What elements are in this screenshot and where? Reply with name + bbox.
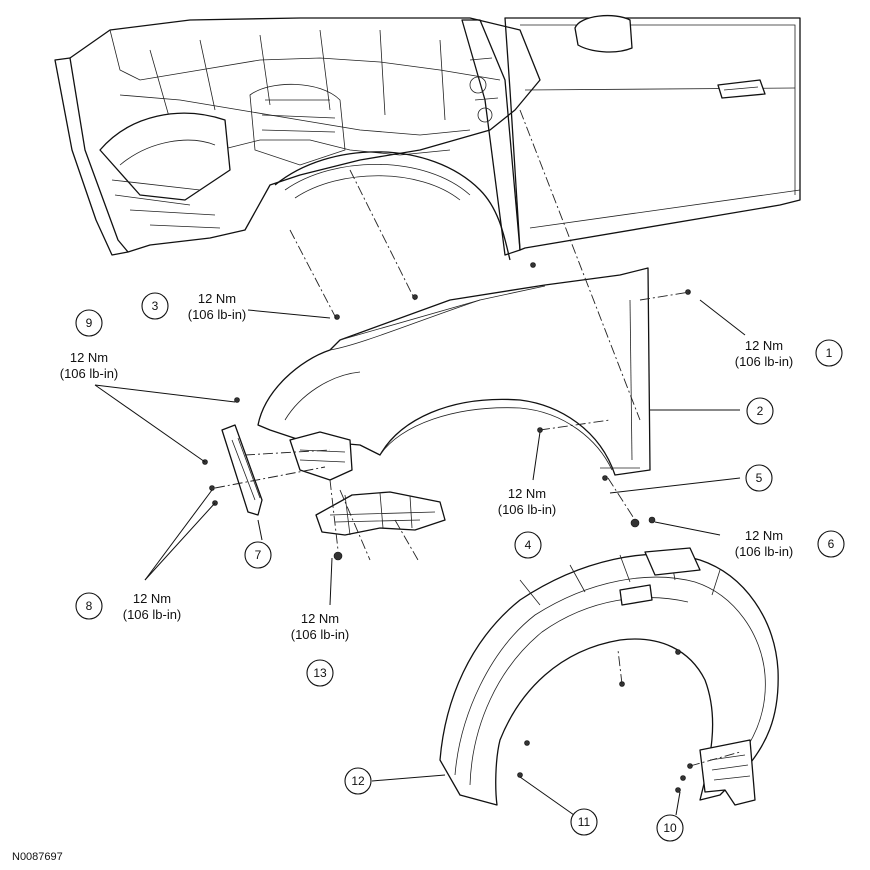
- torque-spec-3: 12 Nm (106 lb-in): [188, 291, 247, 322]
- bracket-7: [221, 424, 263, 516]
- callout-2: 2: [746, 397, 774, 425]
- torque-lbin: (106 lb-in): [291, 627, 350, 642]
- torque-spec-1: 12 Nm (106 lb-in): [735, 338, 794, 369]
- torque-lbin: (106 lb-in): [735, 544, 794, 559]
- bolt-8a: [209, 485, 215, 491]
- callout-number: 7: [255, 548, 262, 562]
- torque-nm: 12 Nm: [508, 486, 546, 501]
- fender-splash-shield: [439, 547, 779, 806]
- bolt-9a: [234, 397, 240, 403]
- torque-lbin: (106 lb-in): [735, 354, 794, 369]
- bolt-1: [685, 289, 691, 295]
- fender: [257, 267, 651, 481]
- callout-8: 8: [75, 592, 103, 620]
- callout-12: 12: [344, 767, 372, 795]
- alignment-lines: [214, 109, 741, 767]
- callout-1: 1: [815, 339, 843, 367]
- callout-number: 12: [351, 774, 365, 788]
- callout-number: 6: [828, 537, 835, 551]
- bolt-11: [517, 772, 523, 778]
- torque-nm: 12 Nm: [133, 591, 171, 606]
- callout-7: 7: [244, 541, 272, 569]
- callout-number: 13: [313, 666, 327, 680]
- callout-number: 9: [86, 316, 93, 330]
- figure-id: N0087697: [12, 851, 63, 863]
- callout-number: 4: [525, 538, 532, 552]
- bolt-10: [675, 787, 681, 793]
- callout-number: 1: [826, 346, 833, 360]
- callout-number: 5: [756, 471, 763, 485]
- callout-11: 11: [570, 808, 598, 836]
- torque-nm: 12 Nm: [745, 338, 783, 353]
- bracket-13: [315, 491, 446, 536]
- torque-nm: 12 Nm: [198, 291, 236, 306]
- callout-number: 8: [86, 599, 93, 613]
- callout-number: 11: [578, 815, 591, 829]
- bolt-13: [333, 551, 343, 561]
- torque-spec-9: 12 Nm (106 lb-in): [60, 350, 119, 381]
- callout-number: 10: [663, 821, 677, 835]
- callout-10: 10: [656, 814, 684, 842]
- callout-13: 13: [306, 659, 334, 687]
- torque-lbin: (106 lb-in): [498, 502, 557, 517]
- fasteners: [202, 262, 693, 793]
- torque-lbin: (106 lb-in): [188, 307, 247, 322]
- vehicle-body-structure: [54, 14, 801, 261]
- torque-spec-4: 12 Nm (106 lb-in): [498, 486, 557, 517]
- bolt-6a: [630, 518, 640, 528]
- callout-5: 5: [745, 464, 773, 492]
- torque-spec-13: 12 Nm (106 lb-in): [291, 611, 350, 642]
- callout-3: 3: [141, 292, 169, 320]
- leader-lines: [94, 299, 746, 816]
- torque-spec-8: 12 Nm (106 lb-in): [123, 591, 182, 622]
- torque-nm: 12 Nm: [745, 528, 783, 543]
- callout-4: 4: [514, 531, 542, 559]
- torque-spec-6: 12 Nm (106 lb-in): [735, 528, 794, 559]
- callout-number: 3: [152, 299, 159, 313]
- torque-lbin: (106 lb-in): [123, 607, 182, 622]
- callout-number: 2: [757, 404, 764, 418]
- torque-lbin: (106 lb-in): [60, 366, 119, 381]
- torque-nm: 12 Nm: [70, 350, 108, 365]
- callout-9: 9: [75, 309, 103, 337]
- torque-nm: 12 Nm: [301, 611, 339, 626]
- bolt-6b: [648, 516, 656, 524]
- callout-6: 6: [817, 530, 845, 558]
